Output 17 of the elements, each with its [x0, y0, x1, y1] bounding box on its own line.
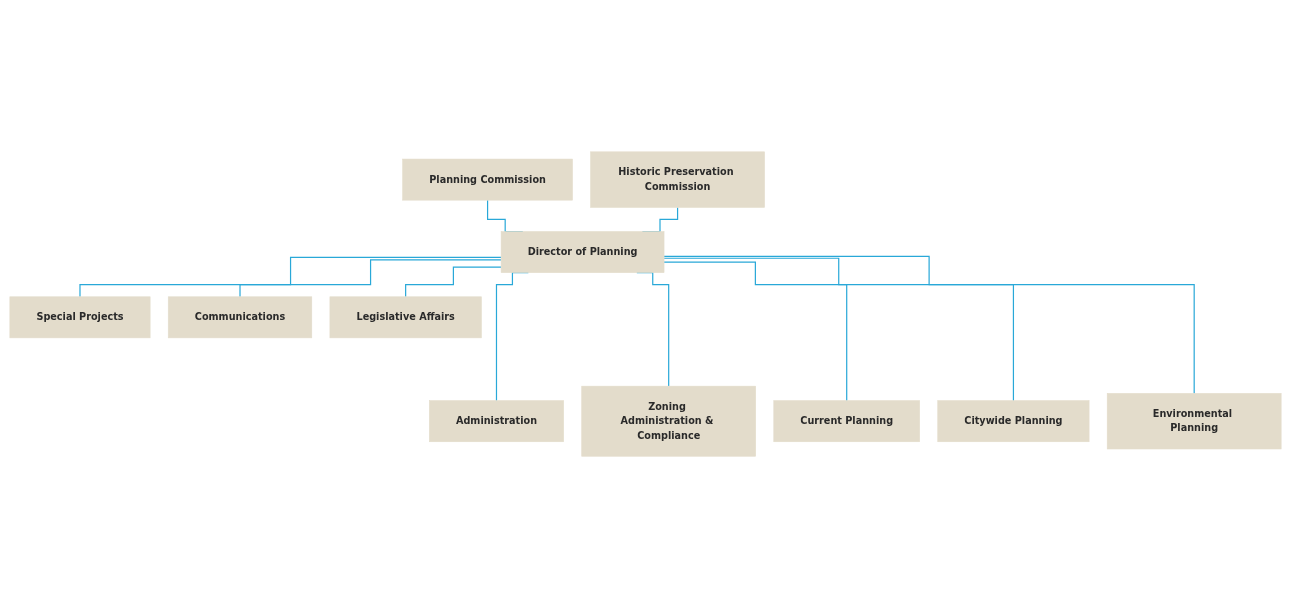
node-box: Communications: [167, 296, 313, 339]
node-box: Citywide Planning: [937, 400, 1090, 443]
node-box: Director of Planning: [500, 231, 665, 274]
node-box: Special Projects: [9, 296, 151, 339]
node-box: Current Planning: [773, 400, 920, 443]
connector: [239, 259, 502, 298]
node-box: Planning Commission: [402, 159, 573, 201]
node-box: Zoning Administration & Compliance: [581, 386, 756, 457]
connector: [663, 256, 1195, 395]
node-box: Administration: [429, 400, 564, 443]
node-box: Environmental Planning: [1106, 393, 1282, 450]
connector: [405, 266, 502, 298]
connector: [663, 262, 848, 402]
connector: [663, 258, 1015, 402]
node-box: Legislative Affairs: [329, 296, 482, 339]
connector: [79, 257, 502, 298]
node-box: Historic Preservation Commission: [590, 152, 765, 209]
